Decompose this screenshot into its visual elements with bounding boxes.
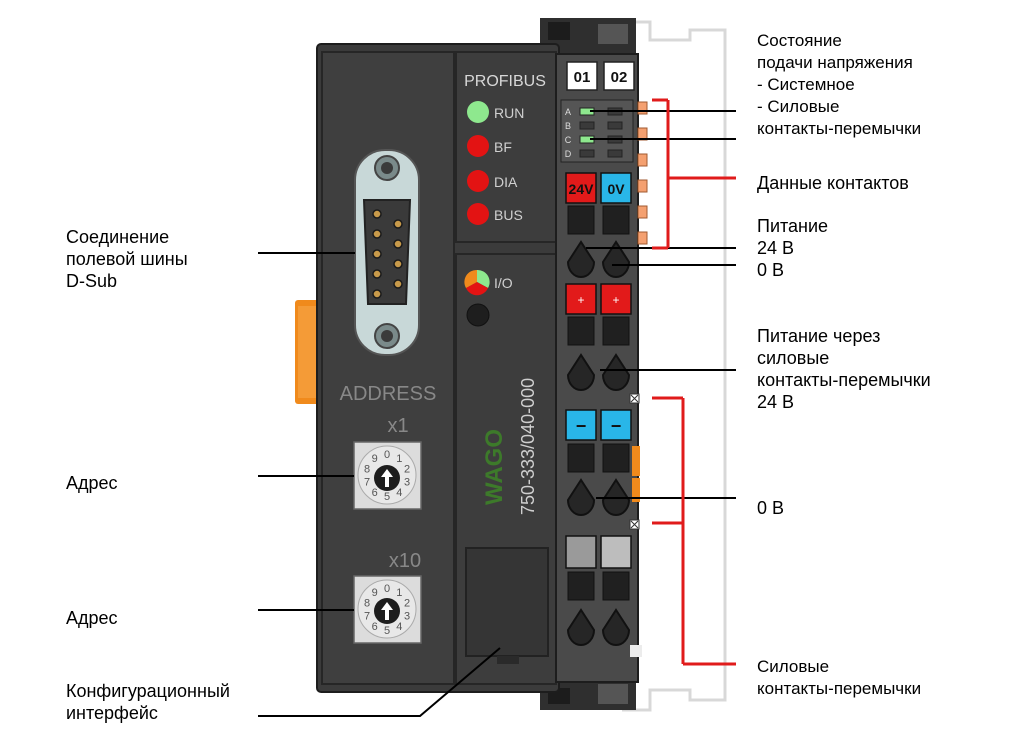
power-jumper-contacts: [629, 393, 642, 657]
part-number: 750-333/040-000: [518, 378, 538, 515]
led-bf-label: BF: [494, 139, 512, 155]
rotary-digit: 6: [372, 487, 378, 499]
push-buttons[interactable]: [567, 205, 630, 601]
status-row-a: A: [565, 107, 571, 117]
label-address-2: Адрес: [66, 608, 118, 628]
led-dia: [467, 170, 489, 192]
rotary-digit: 7: [364, 611, 370, 623]
rotary-digit: 4: [396, 621, 402, 633]
x1-label: x1: [387, 415, 408, 437]
rotary-digit: 2: [404, 598, 410, 610]
rotary-digit: 9: [372, 587, 378, 599]
led-bus: [467, 203, 489, 225]
terminal-grey-1: [565, 535, 597, 569]
channel-label-02: 02: [611, 69, 628, 86]
minus-1-text: −: [576, 416, 587, 436]
channel-label-01: 01: [574, 69, 591, 86]
rotary-digit: 0: [384, 583, 390, 595]
label-data-contacts: Данные контактов: [757, 173, 909, 193]
rotary-digit: 0: [384, 449, 390, 461]
data-contacts: [637, 101, 648, 245]
label-config-interface: Конфигурационный интерфейс: [66, 681, 230, 723]
rail-clip-bottom: [540, 680, 636, 710]
plus-1-text: +: [577, 293, 584, 307]
rotary-digit: 1: [396, 587, 402, 599]
terminal-24v-text: 24V: [569, 181, 595, 197]
label-power-supply: Питание 24 В 0 В: [757, 216, 829, 280]
rotary-switch-x1[interactable]: [353, 441, 422, 510]
label-power-via-jumpers: Питание через силовые контакты-перемычки…: [757, 326, 931, 412]
terminal-24v-label: [565, 172, 597, 204]
label-power-status: Состояние подачи напряжения - Системное …: [757, 31, 922, 138]
rotary-digit: 8: [364, 598, 370, 610]
rotary-digit: 3: [404, 477, 410, 489]
terminal-minus-2: [600, 409, 632, 441]
status-row-b: B: [565, 121, 571, 131]
config-interface-cover[interactable]: [465, 547, 549, 657]
wago-logo: WAGO: [481, 429, 508, 505]
terminal-0v-text: 0V: [607, 181, 625, 197]
led-run-label: RUN: [494, 105, 524, 121]
label-address-1: Адрес: [66, 473, 118, 493]
wire-entries[interactable]: [566, 240, 631, 646]
led-bus-label: BUS: [494, 207, 523, 223]
rotary-digit: 2: [404, 464, 410, 476]
x10-label: x10: [389, 550, 421, 572]
io-led-label: I/O: [494, 275, 513, 291]
dsub-pins: [372, 209, 403, 299]
terminal-grey-2: [600, 535, 632, 569]
label-power-jumper-contacts: Силовые контакты-перемычки: [757, 657, 922, 698]
rotary-digit: 1: [396, 453, 402, 465]
rotary-digit: 7: [364, 477, 370, 489]
io-led: [464, 269, 490, 296]
terminal-minus-1: [565, 409, 597, 441]
rotary-digit: 9: [372, 453, 378, 465]
status-row-c: C: [565, 135, 572, 145]
dsub-connector[interactable]: [354, 149, 420, 356]
rotary-digit: 3: [404, 611, 410, 623]
led-bf: [467, 135, 489, 157]
minus-2-text: −: [611, 416, 622, 436]
rotary-digit: 5: [384, 491, 390, 503]
terminal-plus-1: [565, 283, 597, 315]
status-row-d: D: [565, 149, 572, 159]
led-run: [467, 101, 489, 123]
terminal-0v-label: [600, 172, 632, 204]
rotary-digit: 5: [384, 625, 390, 637]
rotary-digit: 4: [396, 487, 402, 499]
dark-led: [466, 303, 490, 327]
bus-name: PROFIBUS: [464, 73, 546, 90]
rotary-switch-x10[interactable]: [353, 575, 422, 644]
adjacent-module-outline: [622, 20, 727, 712]
label-0v: 0 В: [757, 498, 785, 518]
callout-brackets-red: [652, 98, 736, 666]
rotary-digit: 6: [372, 621, 378, 633]
led-dia-label: DIA: [494, 174, 518, 190]
address-title: ADDRESS: [340, 383, 437, 405]
plus-2-text: +: [612, 293, 619, 307]
terminal-plus-2: [600, 283, 632, 315]
rotary-digit: 8: [364, 464, 370, 476]
label-dsub: Соединение полевой шины D-Sub: [66, 227, 188, 291]
